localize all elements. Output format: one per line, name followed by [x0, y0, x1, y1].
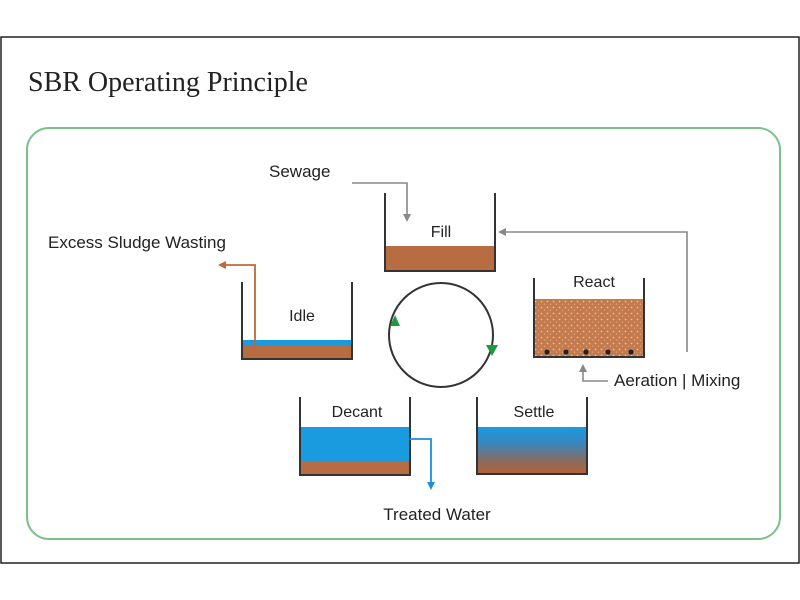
- aeration-arrow: [579, 364, 608, 382]
- tank-idle-water: [243, 340, 351, 346]
- excess-sludge-label: Excess Sludge Wasting: [48, 233, 226, 252]
- tank-fill: Fill: [384, 193, 496, 272]
- tank-decant-sludge: [301, 461, 409, 474]
- sewage-arrow: [352, 182, 411, 222]
- treated-water-label: Treated Water: [383, 505, 491, 524]
- diagram-panel: [26, 127, 781, 540]
- tank-settle: Settle: [476, 397, 588, 475]
- treated-water-arrow: [410, 438, 435, 490]
- aerator-diffusers: [544, 349, 634, 355]
- tank-idle: Idle: [241, 282, 353, 360]
- tank-fill-sludge: [386, 246, 494, 271]
- tank-decant-walls: [299, 397, 411, 476]
- tank-idle-sludge: [243, 346, 351, 359]
- excess-sludge-arrow: [218, 261, 256, 350]
- tank-react-label: React: [573, 274, 615, 291]
- page-title: SBR Operating Principle: [28, 67, 308, 98]
- tank-settle-walls: [476, 397, 588, 475]
- cycle-indicator: [388, 282, 498, 388]
- cycle-circle: [388, 282, 494, 388]
- tank-fill-label: Fill: [431, 224, 451, 241]
- cycle-arrow-left-icon: [390, 315, 400, 326]
- tank-react: React: [533, 274, 645, 358]
- tank-decant-label: Decant: [332, 404, 383, 421]
- tank-react-walls: [533, 278, 645, 358]
- outer-frame: [0, 36, 800, 564]
- tank-settle-contents: [478, 427, 586, 473]
- tank-settle-label: Settle: [514, 404, 555, 421]
- tank-idle-walls: [241, 282, 353, 360]
- tank-react-mixed-liquor: [535, 299, 643, 356]
- aeration-label: Aeration | Mixing: [614, 371, 740, 390]
- tank-idle-label: Idle: [289, 308, 315, 325]
- aeration-to-fill-arrow: [498, 228, 688, 352]
- sewage-label: Sewage: [269, 162, 330, 181]
- tank-decant: Decant: [299, 397, 411, 476]
- tank-fill-walls: [384, 193, 496, 272]
- cycle-arrow-right-icon: [486, 345, 498, 356]
- tank-decant-water: [301, 427, 409, 461]
